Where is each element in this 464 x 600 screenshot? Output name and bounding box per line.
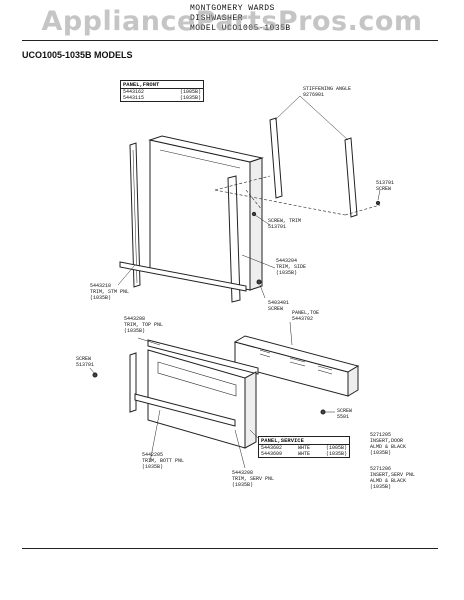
- left-side-trim: [129, 142, 141, 288]
- label-trim-stm-pnl: 5443210 TRIM, STM PNL (1035B): [90, 283, 130, 301]
- header-model: MODEL UCO1005-1035B: [190, 24, 291, 33]
- label-screw-5403401: 5403401 SCREW: [268, 300, 290, 312]
- alignment-lines: [214, 175, 381, 216]
- header-appliance: DISHWASHER: [190, 14, 244, 23]
- service-panel: [147, 349, 257, 449]
- label-screw-513701: 513701 SCREW: [376, 180, 395, 192]
- label-screw-left: SCREW 513701: [76, 356, 95, 368]
- top-panel-trim: [147, 339, 259, 375]
- panel-service-row: 5443602 WHTE (1005B): [261, 445, 347, 451]
- label-screw-trim: SCREW, TRIM 513701: [268, 218, 302, 230]
- label-trim-bott-pnl: 5442205 TRIM, BOTT PNL (1035B): [142, 452, 185, 470]
- label-insert-door: 5271205 INSERT,DOOR ALMD & BLACK (1035B): [370, 432, 407, 456]
- stiffening-angles: [269, 95, 358, 218]
- label-trim-side: 5443204 TRIM, SIDE (1035B): [276, 258, 307, 276]
- bottom-rule: [22, 548, 438, 549]
- models-title: UCO1005-1035B MODELS: [22, 50, 133, 60]
- side-trim-5443204: [227, 175, 241, 303]
- label-panel-toe: PANEL,TOE 5443702: [292, 310, 320, 322]
- panel-service-box: PANEL,SERVICE 5443602 WHTE (1005B) 54436…: [258, 436, 350, 458]
- panel-service-row: 5443609 WHTE (1035B): [261, 451, 347, 457]
- panel-front-title: PANEL,FRONT: [121, 81, 203, 89]
- label-trim-serv-pnl: 5443208 TRIM, SERV PNL (1035B): [232, 470, 275, 488]
- bottom-panel-trim: [134, 393, 236, 427]
- panel-front-box: PANEL,FRONT 5443162 (1005B) 5443115 (103…: [120, 80, 204, 102]
- label-insert-serv-pnl: 5271206 INSERT,SERV PNL ALMD & BLACK (10…: [370, 466, 416, 490]
- stm-panel-trim: [119, 261, 247, 292]
- label-stiffening-angle: STIFFENING ANGLE 9276901: [303, 86, 352, 98]
- top-rule: [22, 40, 438, 41]
- service-left-trim: [129, 352, 137, 413]
- toe-panel: [233, 335, 360, 397]
- label-screw-lower-right: SCREW 5501: [337, 408, 353, 420]
- watermark: AppliancePartsPros.com: [41, 6, 423, 37]
- header-brand: MONTGOMERY WARDS: [190, 4, 275, 13]
- panel-front-row: 5443162 (1005B): [123, 89, 201, 95]
- label-trim-top-pnl: 5443208 TRIM, TOP PNL (1035B): [124, 316, 164, 334]
- leader-lines: [89, 189, 381, 469]
- front-panel: [148, 135, 264, 291]
- panel-front-row: 5443115 (1035B): [123, 95, 201, 101]
- panel-service-title: PANEL,SERVICE: [259, 437, 349, 445]
